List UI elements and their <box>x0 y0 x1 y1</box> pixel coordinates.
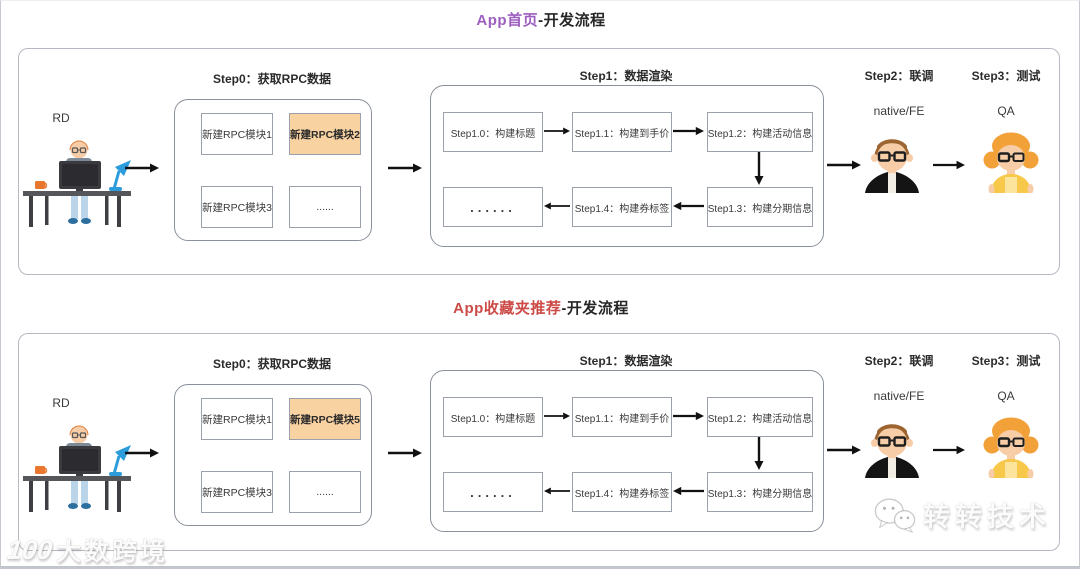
qa-role-label: QA <box>997 389 1015 403</box>
flow-title: App首页-开发流程 <box>1 9 1080 30</box>
rpc-module-box: 新建RPC模块1 <box>201 113 273 155</box>
step2-label: Step2：联调 <box>864 69 934 83</box>
step2-label: Step2：联调 <box>864 354 934 368</box>
step1-4-box: Step1.4：构建券标签 <box>572 187 672 227</box>
step0-label: Step0：获取RPC数据 <box>212 72 331 86</box>
step0-label: Step0：获取RPC数据 <box>212 357 331 371</box>
qa-avatar <box>979 412 1043 478</box>
brand-watermark: 转转技术 <box>873 495 1051 534</box>
qa-role-label: QA <box>997 104 1015 118</box>
arrow-step0-to-step1-icon <box>388 447 422 459</box>
rpc-module-box: 新建RPC模块3 <box>201 186 273 228</box>
rd-at-desk-illustration <box>21 121 133 229</box>
rpc-module-box-highlighted: 新建RPC模块5 <box>289 398 361 440</box>
step1-4-box: Step1.4：构建券标签 <box>572 472 672 512</box>
arrow-step2-to-step3-icon <box>933 159 965 171</box>
rd-role-label: RD <box>52 111 70 125</box>
wechat-icon <box>874 498 916 533</box>
native-fe-avatar <box>860 412 924 478</box>
step1-2-box: Step1.2：构建活动信息 <box>707 397 813 437</box>
source-logo: 100 <box>5 534 54 565</box>
flow-panel: RD Step0：获取RPC数据 新建RPC模块1 新建RPC模块2 新建RPC… <box>18 48 1060 275</box>
step1-ellipsis-box: ...... <box>443 472 543 512</box>
arrow-step0-to-step1-icon <box>388 162 422 174</box>
rd-at-desk-illustration <box>21 406 133 514</box>
step1-ellipsis-box: ...... <box>443 187 543 227</box>
rpc-module-box-highlighted: 新建RPC模块2 <box>289 113 361 155</box>
arrow-left-icon <box>544 485 570 497</box>
step1-3-box: Step1.3：构建分期信息 <box>707 187 813 227</box>
arrow-down-icon <box>753 437 765 470</box>
flow-panel: RD Step0：获取RPC数据 新建RPC模块1 新建RPC模块5 新建RPC… <box>18 333 1060 551</box>
arrow-right-icon <box>673 125 704 137</box>
step1-label: Step1：数据渲染 <box>579 69 673 83</box>
native-fe-role-label: native/FE <box>873 104 925 118</box>
arrow-step1-to-step2-icon <box>827 159 861 171</box>
step1-0-box: Step1.0：构建标题 <box>443 397 543 437</box>
arrow-rd-to-step0-icon <box>125 162 159 174</box>
source-watermark-text: 大数跨境 <box>56 538 169 566</box>
flow-title-rest: -开发流程 <box>561 300 629 317</box>
step3-label: Step3：测试 <box>971 69 1041 83</box>
arrow-left-icon <box>673 200 704 212</box>
step1-1-box: Step1.1：构建到手价 <box>572 397 672 437</box>
arrow-left-icon <box>673 485 704 497</box>
flow-title: App收藏夹推荐-开发流程 <box>1 297 1080 318</box>
arrow-rd-to-step0-icon <box>125 447 159 459</box>
rpc-module-box: 新建RPC模块1 <box>201 398 273 440</box>
brand-watermark-text: 转转技术 <box>923 502 1051 532</box>
step1-label: Step1：数据渲染 <box>579 354 673 368</box>
arrow-step2-to-step3-icon <box>933 444 965 456</box>
flow-title-highlight: App首页 <box>476 12 539 29</box>
arrow-right-icon <box>544 410 570 422</box>
step0-container: 新建RPC模块1 新建RPC模块5 新建RPC模块3 ...... <box>174 384 372 526</box>
source-watermark: 100 大数跨境 <box>5 532 169 568</box>
step1-1-box: Step1.1：构建到手价 <box>572 112 672 152</box>
qa-avatar <box>979 127 1043 193</box>
step1-container: Step1.0：构建标题 Step1.1：构建到手价 Step1.2：构建活动信… <box>430 85 824 247</box>
arrow-right-icon <box>544 125 570 137</box>
flow-title-rest: -开发流程 <box>538 12 606 29</box>
rd-role-label: RD <box>52 396 70 410</box>
step1-3-box: Step1.3：构建分期信息 <box>707 472 813 512</box>
step0-container: 新建RPC模块1 新建RPC模块2 新建RPC模块3 ...... <box>174 99 372 241</box>
rpc-module-box-ellipsis: ...... <box>289 186 361 228</box>
rpc-module-box-ellipsis: ...... <box>289 471 361 513</box>
native-fe-role-label: native/FE <box>873 389 925 403</box>
arrow-down-icon <box>753 152 765 185</box>
step1-0-box: Step1.0：构建标题 <box>443 112 543 152</box>
step1-2-box: Step1.2：构建活动信息 <box>707 112 813 152</box>
flow-title-highlight: App收藏夹推荐 <box>453 300 562 317</box>
step1-container: Step1.0：构建标题 Step1.1：构建到手价 Step1.2：构建活动信… <box>430 370 824 532</box>
native-fe-avatar <box>860 127 924 193</box>
arrow-right-icon <box>673 410 704 422</box>
rpc-module-box: 新建RPC模块3 <box>201 471 273 513</box>
arrow-left-icon <box>544 200 570 212</box>
step3-label: Step3：测试 <box>971 354 1041 368</box>
arrow-step1-to-step2-icon <box>827 444 861 456</box>
